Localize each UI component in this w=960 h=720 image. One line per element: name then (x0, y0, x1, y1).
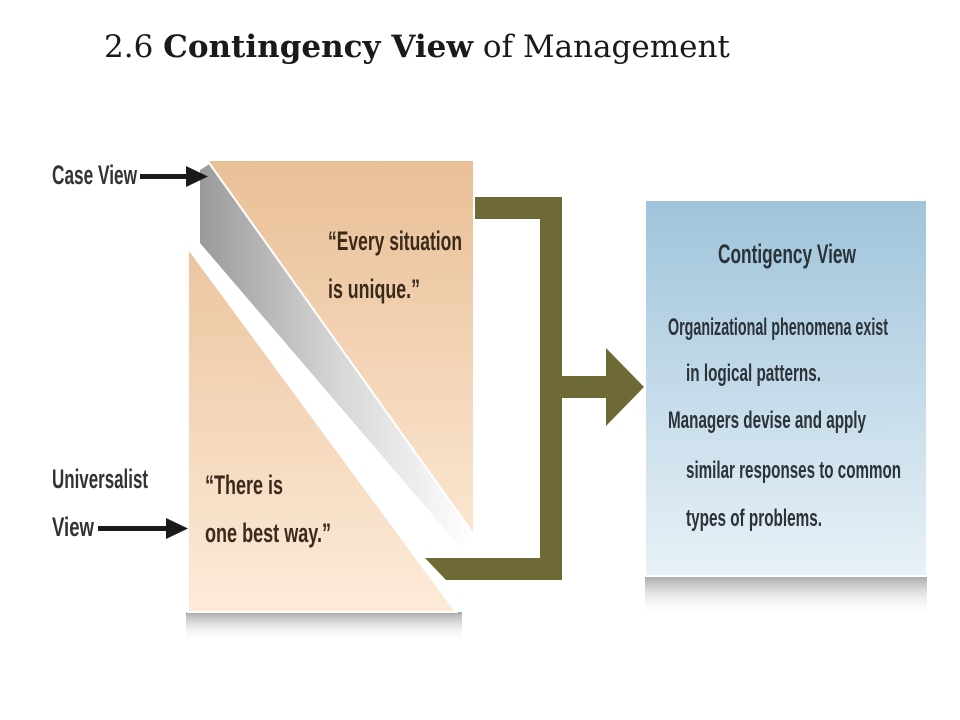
contingency-heading: Contigency View (718, 239, 857, 269)
case-quote-line2: is unique.” (328, 274, 420, 304)
title-rest: of Management (482, 29, 730, 65)
contingency-line5: types of problems. (686, 505, 822, 532)
case-view-triangle (205, 159, 475, 539)
page-title: 2.6 Contingency View of Management (104, 22, 864, 72)
case-view-arrow-icon (140, 166, 208, 187)
case-quote-line1: “Every situation (328, 226, 462, 256)
triangles-shadow (186, 612, 462, 642)
universalist-label-line2: View (52, 512, 95, 542)
contingency-box-shadow (645, 576, 927, 616)
title-number: 2.6 (104, 29, 154, 65)
contingency-line3: Managers devise and apply (668, 407, 866, 434)
universal-quote-line1: “There is (205, 470, 283, 500)
universal-quote-line2: one best way.” (205, 518, 331, 548)
contingency-box (644, 199, 928, 577)
bracket-connector (425, 197, 644, 580)
contingency-line1: Organizational phenomena exist (668, 314, 888, 341)
diagonal-divider (200, 160, 474, 547)
contingency-line2: in logical patterns. (686, 360, 821, 387)
universalist-arrow-icon (98, 518, 188, 539)
universalist-view-triangle (187, 244, 458, 613)
universalist-label-line1: Universalist (52, 464, 148, 494)
case-view-label: Case View (52, 160, 138, 190)
contingency-line4: similar responses to common (686, 457, 901, 484)
title-bold: Contingency View (163, 29, 474, 65)
